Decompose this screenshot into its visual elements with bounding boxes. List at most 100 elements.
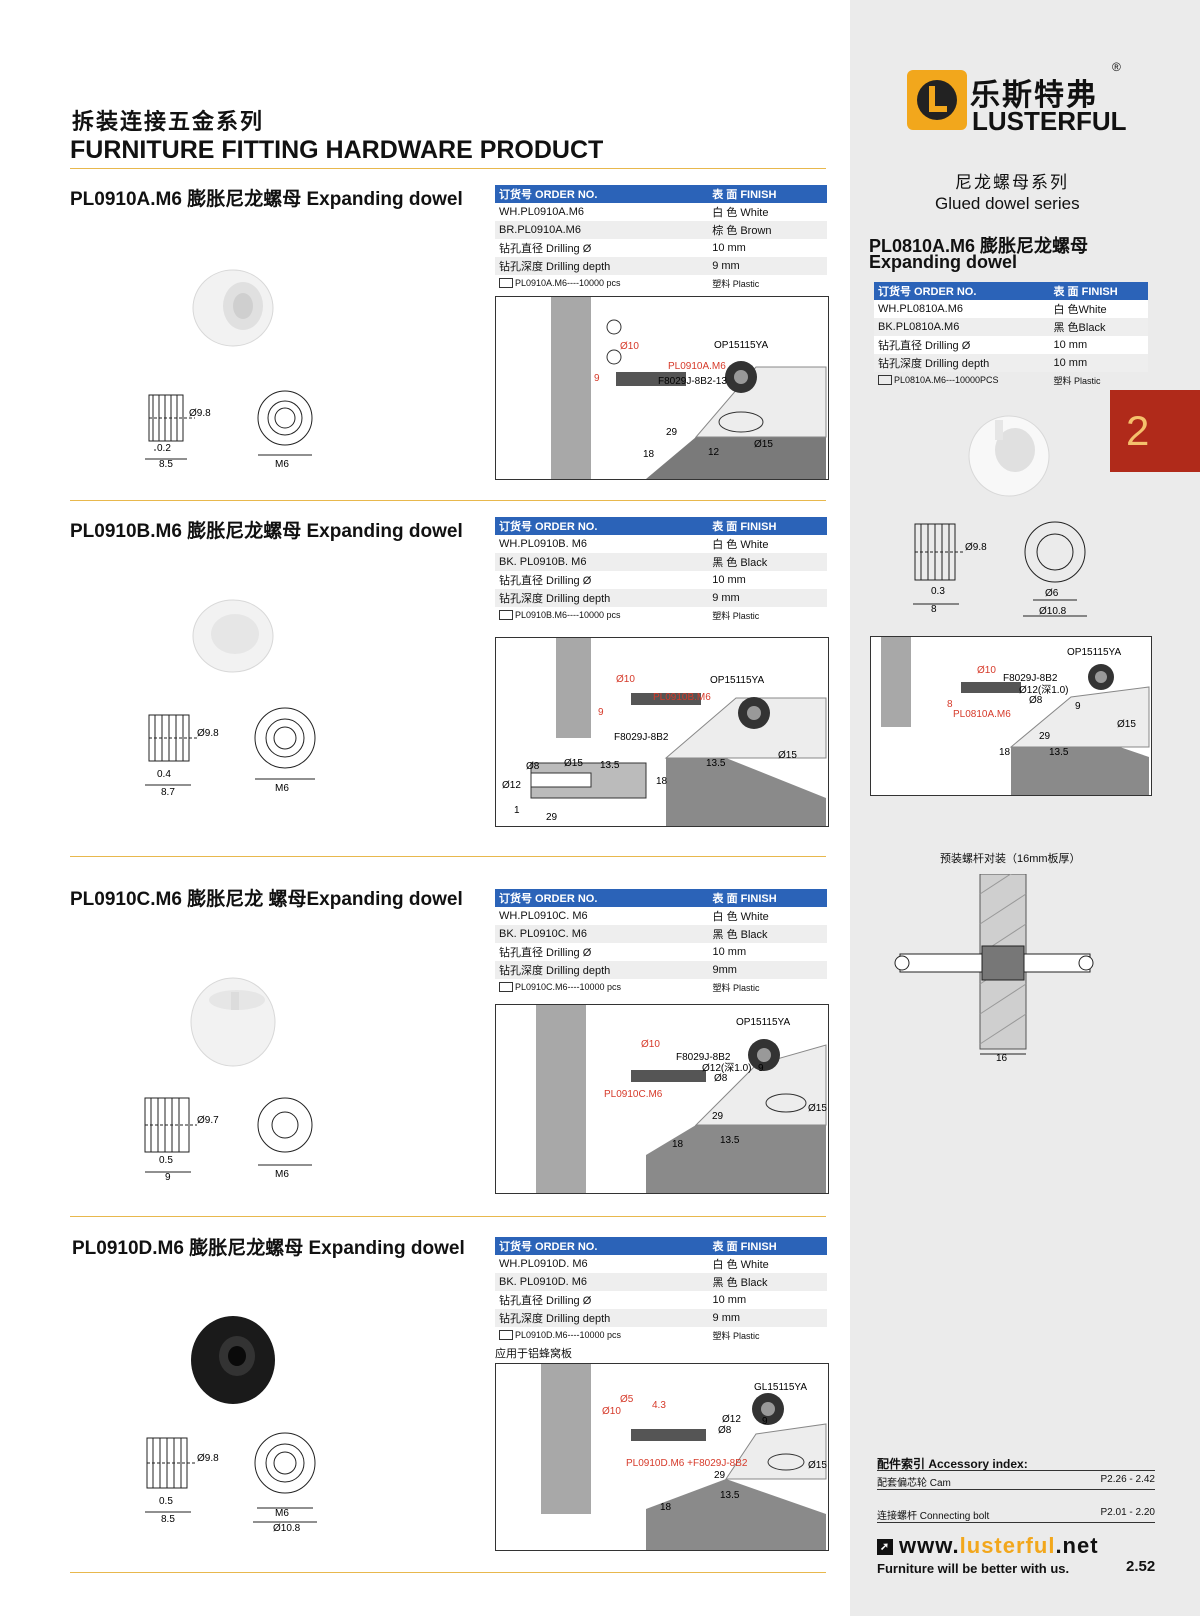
svg-text:9: 9 bbox=[165, 1172, 171, 1182]
svg-text:12: 12 bbox=[708, 447, 720, 458]
svg-text:Ø8: Ø8 bbox=[1029, 695, 1043, 706]
svg-text:Ø9.8: Ø9.8 bbox=[197, 1453, 219, 1464]
dowel-photo-white bbox=[190, 977, 276, 1067]
package-icon bbox=[878, 375, 892, 386]
svg-text:13.5: 13.5 bbox=[706, 758, 726, 769]
page-section-tab: 2 bbox=[1110, 390, 1200, 472]
svg-text:Ø10: Ø10 bbox=[602, 1406, 621, 1417]
sidebar-product-title: PL0810A.M6 膨胀尼龙螺母 bbox=[869, 236, 1089, 256]
svg-text:0.2: 0.2 bbox=[157, 443, 171, 454]
sidebar-dowel-drawing: Ø9.8 0.3 8 Ø6 Ø10.8 bbox=[913, 521, 1087, 617]
svg-text:16: 16 bbox=[996, 1053, 1008, 1064]
svg-text:0.5: 0.5 bbox=[159, 1496, 173, 1507]
svg-text:Ø10.8: Ø10.8 bbox=[273, 1523, 301, 1534]
svg-text:8.5: 8.5 bbox=[159, 459, 173, 470]
svg-text:Ø10: Ø10 bbox=[977, 665, 996, 676]
dowel-drawing: Ø9.8 0.2 8.5 M6 bbox=[145, 390, 313, 470]
installation-diagram: OP15115YA F8029J-8B2-13 PL0910A.M6 Ø10 Ø… bbox=[495, 296, 829, 480]
svg-text:F8029J-8B2-13: F8029J-8B2-13 bbox=[658, 376, 727, 387]
page-title-en: FURNITURE FITTING HARDWARE PRODUCT bbox=[70, 136, 604, 164]
svg-text:Ø8: Ø8 bbox=[526, 761, 540, 772]
website-icon: ➚ bbox=[877, 1539, 893, 1556]
svg-text:1: 1 bbox=[514, 805, 520, 816]
svg-text:M6: M6 bbox=[275, 783, 289, 794]
svg-text:Ø8: Ø8 bbox=[714, 1073, 728, 1084]
svg-text:18: 18 bbox=[656, 776, 668, 787]
divider bbox=[877, 1470, 1155, 1471]
sidebar-installation-diagram: OP15115YA F8029J-8B2 Ø12(深1.0) Ø8 PL0810… bbox=[870, 636, 1152, 796]
sidebar-product-subtitle: Expanding dowel bbox=[869, 252, 1018, 272]
svg-text:8: 8 bbox=[931, 604, 937, 615]
svg-text:Ø9.8: Ø9.8 bbox=[189, 408, 211, 419]
svg-text:9: 9 bbox=[762, 1416, 768, 1427]
dowel-photo-white bbox=[192, 269, 274, 347]
svg-text:M6: M6 bbox=[275, 1508, 289, 1519]
svg-text:9: 9 bbox=[758, 1063, 764, 1074]
svg-text:Ø15: Ø15 bbox=[778, 750, 797, 761]
svg-text:Ø9.8: Ø9.8 bbox=[197, 728, 219, 739]
svg-text:18: 18 bbox=[660, 1502, 672, 1513]
accessory-row: 配套偏芯轮 Cam P2.26 - 2.42 bbox=[877, 1474, 1155, 1489]
installation-diagram: OP15115YA F8029J-8B2 PL0910C.M6 Ø10 Ø12(… bbox=[495, 1004, 829, 1194]
svg-text:9: 9 bbox=[598, 707, 604, 718]
divider bbox=[877, 1489, 1155, 1490]
svg-text:M6: M6 bbox=[275, 1169, 289, 1180]
website-url[interactable]: ➚www.lusterful.net bbox=[877, 1533, 1099, 1559]
svg-text:Ø5: Ø5 bbox=[620, 1394, 634, 1405]
dowel-photo-black bbox=[191, 1316, 275, 1404]
product-title: PL0910D.M6 膨胀尼龙螺母 Expanding dowel bbox=[72, 1238, 465, 1259]
svg-text:13.5: 13.5 bbox=[600, 760, 620, 771]
accessory-index-title: 配件索引 Accessory index: bbox=[877, 1457, 1028, 1471]
package-icon bbox=[499, 982, 513, 993]
registered-mark: ® bbox=[1112, 60, 1121, 74]
svg-text:Ø15: Ø15 bbox=[564, 758, 583, 769]
svg-text:29: 29 bbox=[546, 812, 558, 823]
svg-text:0.3: 0.3 bbox=[931, 586, 945, 597]
divider bbox=[70, 500, 826, 501]
svg-text:F8029J-8B2: F8029J-8B2 bbox=[1003, 673, 1058, 684]
svg-text:29: 29 bbox=[1039, 731, 1051, 742]
svg-text:PL0910C.M6: PL0910C.M6 bbox=[604, 1089, 663, 1100]
svg-text:18: 18 bbox=[672, 1139, 684, 1150]
brand-logo-icon bbox=[907, 70, 967, 130]
divider bbox=[70, 1216, 826, 1217]
svg-text:PL0910D.M6 +F8029J-8B2: PL0910D.M6 +F8029J-8B2 bbox=[626, 1458, 748, 1469]
svg-text:OP15115YA: OP15115YA bbox=[710, 675, 764, 686]
svg-text:8.7: 8.7 bbox=[161, 787, 175, 798]
application-note: 应用于铝蜂窝板 bbox=[495, 1348, 572, 1360]
product-title: PL0910C.M6 膨胀尼龙 螺母Expanding dowel bbox=[70, 889, 463, 910]
svg-text:Ø10: Ø10 bbox=[616, 674, 635, 685]
svg-text:29: 29 bbox=[714, 1470, 726, 1481]
svg-text:Ø9.8: Ø9.8 bbox=[965, 542, 987, 553]
svg-text:Ø12: Ø12 bbox=[722, 1414, 741, 1425]
page-number: 2.52 bbox=[1126, 1558, 1156, 1575]
svg-text:13.5: 13.5 bbox=[720, 1135, 740, 1146]
svg-text:18: 18 bbox=[999, 747, 1011, 758]
svg-text:9: 9 bbox=[1075, 701, 1081, 712]
svg-text:Ø12(深1.0): Ø12(深1.0) bbox=[1019, 684, 1068, 696]
dowel-photo-white bbox=[968, 415, 1050, 497]
svg-text:OP15115YA: OP15115YA bbox=[714, 340, 768, 351]
package-icon bbox=[499, 610, 513, 621]
brand-name-en: LUSTERFUL bbox=[972, 106, 1127, 136]
svg-text:M6: M6 bbox=[275, 459, 289, 470]
svg-text:8: 8 bbox=[947, 699, 953, 710]
svg-text:13.5: 13.5 bbox=[720, 1490, 740, 1501]
svg-text:0.4: 0.4 bbox=[157, 769, 171, 780]
svg-text:Ø15: Ø15 bbox=[808, 1103, 827, 1114]
series-title-en: Glued dowel series bbox=[935, 194, 1080, 213]
package-icon bbox=[499, 1330, 513, 1341]
svg-text:PL0910B.M6: PL0910B.M6 bbox=[653, 692, 711, 703]
dowel-photo-white bbox=[192, 599, 274, 673]
svg-text:PL0810A.M6: PL0810A.M6 bbox=[953, 709, 1011, 720]
svg-text:9: 9 bbox=[594, 373, 600, 384]
svg-text:8.5: 8.5 bbox=[161, 1514, 175, 1525]
svg-text:Ø10: Ø10 bbox=[620, 341, 639, 352]
divider bbox=[70, 1572, 826, 1573]
svg-text:Ø12(深1.0): Ø12(深1.0) bbox=[702, 1062, 751, 1074]
svg-text:F8029J-8B2: F8029J-8B2 bbox=[676, 1052, 731, 1063]
sidebar-panel bbox=[850, 0, 1200, 1616]
accessory-row: 连接螺杆 Connecting bolt P2.01 - 2.20 bbox=[877, 1507, 1155, 1522]
preinstall-caption: 预装螺杆对装（16mm板厚） bbox=[940, 853, 1081, 865]
